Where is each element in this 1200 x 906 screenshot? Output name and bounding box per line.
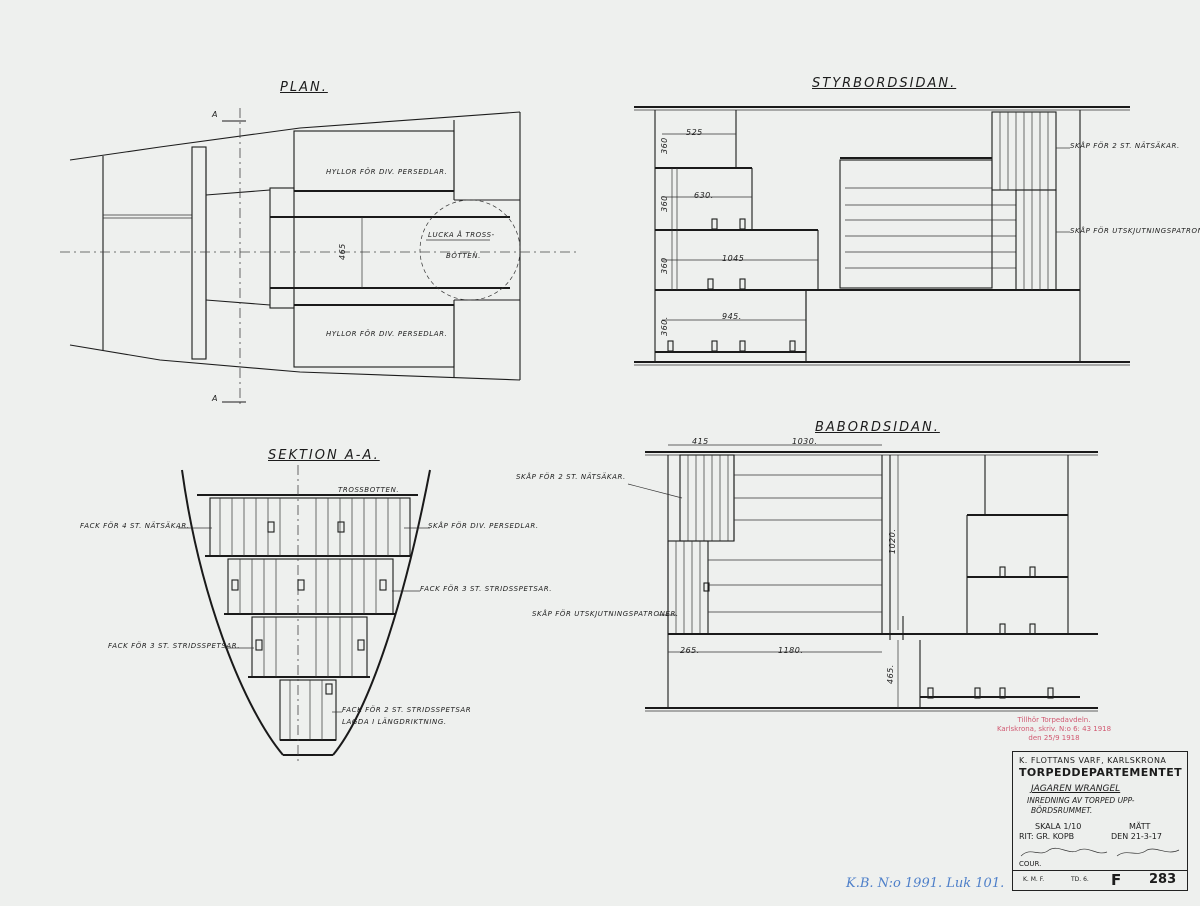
section-warheads-2-label-line2: LAGDA I LÄNGDRIKTNING. bbox=[342, 718, 447, 726]
title-block-footer-1: K. M. F. bbox=[1023, 876, 1045, 883]
port-cartridge-cabinet-label: SKÅP FÖR UTSKJUTNINGSPATRONER. bbox=[532, 610, 679, 618]
stamp-line2: Karlskrona, skriv. N:o 6: 43 1918 bbox=[996, 725, 1112, 733]
section-mark-bottom: A bbox=[212, 394, 218, 403]
stamp-line3: den 25/9 1918 bbox=[1028, 734, 1080, 742]
section-warheads-3a-label: FACK FÖR 3 ST. STRIDSSPETSAR. bbox=[420, 585, 553, 593]
starboard-view bbox=[634, 106, 1130, 366]
starboard-dim-v4: 360. bbox=[660, 316, 669, 336]
section-view bbox=[181, 465, 431, 765]
starboard-dim-h2: 630. bbox=[694, 191, 714, 200]
title-block: K. FLOTTANS VARF, KARLSKRONA TORPEDDEPAR… bbox=[1012, 751, 1188, 891]
hatch-label-line2: BOTTEN. bbox=[446, 252, 481, 260]
stamp-line1: Tillhör Torpedavdeln. bbox=[1017, 716, 1091, 724]
plan-title: PLAN. bbox=[280, 80, 328, 95]
plan-dim-width: 465 bbox=[338, 243, 347, 260]
port-dim-height-upper: 1020. bbox=[888, 528, 897, 554]
title-block-org: K. FLOTTANS VARF, KARLSKRONA bbox=[1019, 756, 1167, 765]
title-block-footer-2: TD. 6. bbox=[1071, 876, 1089, 883]
starboard-nets-cabinet-label: SKÅP FÖR 2 ST. NÄTSÄKAR. bbox=[1070, 142, 1180, 150]
leader-lines bbox=[178, 147, 1070, 713]
port-title: BABORDSIDAN. bbox=[815, 420, 940, 435]
section-warheads-3b-label: FACK FÖR 3 ST. STRIDSSPETSAR. bbox=[108, 642, 241, 650]
title-block-scale: SKALA 1/10 bbox=[1035, 822, 1082, 831]
title-block-department: TORPEDDEPARTEMENTET bbox=[1019, 766, 1183, 779]
title-block-vessel: JAGAREN WRANGEL bbox=[1031, 784, 1121, 794]
section-title: SEKTION A-A. bbox=[268, 448, 380, 463]
hatch-label-line1: LUCKA Å TROSS- bbox=[428, 231, 495, 239]
starboard-title: STYRBORDSIDAN. bbox=[812, 76, 957, 91]
port-dim-height-lower: 465. bbox=[886, 664, 895, 684]
starboard-dim-v1: 360 bbox=[660, 137, 669, 154]
section-warheads-2-label-line1: FACK FÖR 2 ST. STRIDSSPETSAR bbox=[342, 706, 472, 714]
starboard-dim-h4: 945. bbox=[722, 312, 742, 321]
port-dim-top-right: 1030. bbox=[792, 437, 818, 446]
title-block-copy: COUR. bbox=[1019, 860, 1042, 868]
title-block-subject-line1: INREDNING AV TORPED UPP- bbox=[1027, 796, 1135, 805]
port-dim-bottom-right: 1180. bbox=[778, 646, 804, 655]
port-dim-top-left: 415 bbox=[692, 437, 709, 446]
section-nets-compartment-label: FACK FÖR 4 ST. NÄTSÄKAR. bbox=[80, 522, 190, 530]
section-mark-top: A bbox=[212, 110, 218, 119]
plan-shelves-top-label: HYLLOR FÖR DIV. PERSEDLAR. bbox=[326, 168, 448, 176]
title-block-sheet-letter: F bbox=[1111, 871, 1122, 889]
title-block-divider bbox=[1013, 870, 1187, 871]
port-view bbox=[645, 444, 1098, 712]
title-block-subject-line2: BÖRDSRUMMET. bbox=[1031, 806, 1093, 815]
title-block-sheet-number: 283 bbox=[1149, 872, 1177, 887]
title-block-date: DEN 21-3-17 bbox=[1111, 832, 1162, 841]
title-block-drawn: RIT: GR. KOPB bbox=[1019, 832, 1075, 841]
starboard-cartridge-cabinet-label: SKÅP FÖR UTSKJUTNINGSPATRONER. bbox=[1070, 227, 1200, 235]
archive-handwritten-note: K.B. N:o 1991. Luk 101. bbox=[846, 876, 1005, 891]
starboard-dim-v2: 360 bbox=[660, 195, 669, 212]
starboard-dim-h3: 1045 bbox=[722, 254, 745, 263]
section-misc-cabinet-label: SKÅP FÖR DIV. PERSEDLAR. bbox=[428, 522, 539, 530]
section-tross-bottom-label: TROSSBOTTEN. bbox=[338, 486, 400, 494]
starboard-dim-h1: 525 bbox=[686, 128, 703, 137]
signature-marks bbox=[1020, 847, 1180, 857]
port-dim-bottom-left: 265. bbox=[680, 646, 700, 655]
plan-shelves-bottom-label: HYLLOR FÖR DIV. PERSEDLAR. bbox=[326, 330, 448, 338]
archive-stamp: Tillhör Torpedavdeln. Karlskrona, skriv.… bbox=[994, 716, 1114, 750]
starboard-dim-v3: 360 bbox=[660, 257, 669, 274]
plan-view bbox=[60, 108, 580, 405]
title-block-measure: MÄTT bbox=[1129, 822, 1151, 831]
port-nets-cabinet-label: SKÅP FÖR 2 ST. NÄTSÄKAR. bbox=[516, 473, 626, 481]
